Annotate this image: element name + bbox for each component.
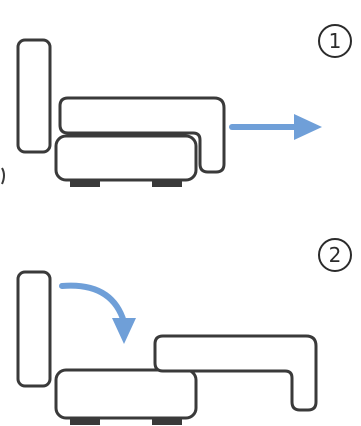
step-2-number: 2 xyxy=(318,238,352,272)
sofa-foot-left xyxy=(70,181,100,187)
sofa-backrest xyxy=(16,38,52,154)
step-2-illustration xyxy=(16,270,318,425)
sofa-pullout-section xyxy=(58,96,226,174)
sofa-foot-left xyxy=(70,419,100,425)
step-1-illustration xyxy=(1,38,322,187)
sofa-backrest xyxy=(16,270,52,388)
sofa-base xyxy=(54,368,198,420)
sofa-foot-right xyxy=(152,419,182,425)
edge-mark xyxy=(1,167,5,185)
sofa-pullout-section xyxy=(153,334,318,412)
sofa-base xyxy=(54,134,198,182)
step-1-number: 1 xyxy=(318,24,352,58)
pull-arrow-icon xyxy=(229,114,322,140)
sofa-foot-right xyxy=(152,181,182,187)
fold-arrow-icon xyxy=(59,282,136,344)
